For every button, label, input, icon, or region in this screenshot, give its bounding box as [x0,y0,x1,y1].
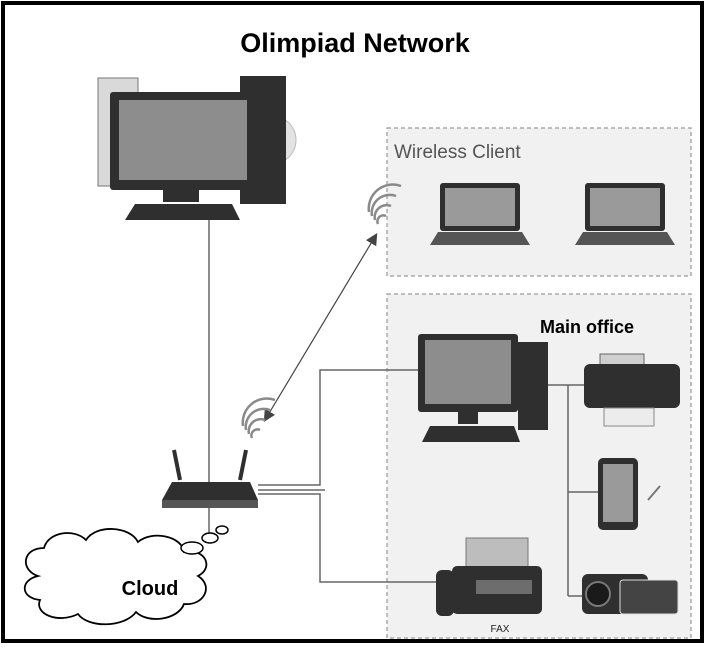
router-icon [162,449,258,508]
main-office-label: Main office [540,317,634,337]
laptop-icon [575,183,675,245]
laptop-icon [430,183,530,245]
camcorder-icon [582,574,679,615]
wifi-signal-icon [241,397,276,439]
cloud-icon [23,525,229,626]
wireless-link-arrow [263,232,378,423]
cloud-label: Cloud [122,578,179,600]
connectors [208,220,598,597]
router-fax-link [258,493,448,583]
desktop-computer-icon [418,334,548,442]
tablet-icon [598,458,661,530]
wireless-client-label: Wireless Client [394,142,521,163]
desktop-computer-icon [97,76,297,220]
fax-machine-icon [436,537,542,616]
printer-icon [584,353,680,427]
wifi-signal-icon [367,183,402,225]
fax-label: FAX [491,624,510,635]
diagram-title: Olimpiad Network [240,28,471,58]
